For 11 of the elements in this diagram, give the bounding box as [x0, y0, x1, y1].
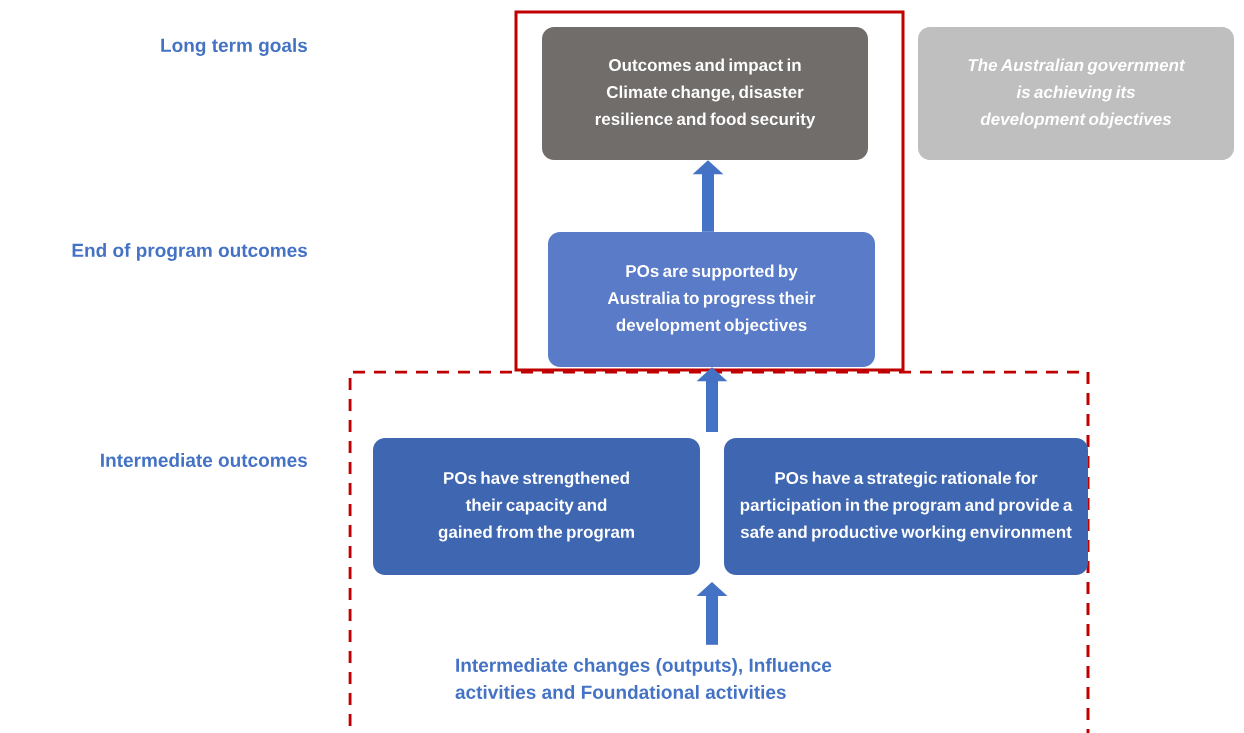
row-label: End of program outcomes	[72, 243, 307, 261]
outcome-box: Outcomes and impact in Climate change, disaster resilience and food security	[542, 27, 868, 160]
row-label: Intermediate outcomes	[101, 453, 307, 467]
caption-text: Intermediate changes (outputs), Influence activities and Foundational activities	[455, 658, 832, 699]
frame	[514, 10, 905, 372]
outcome-box: POs have strengthened their capacity and gained from the program	[373, 438, 700, 575]
frame	[348, 370, 1090, 733]
outcome-box: The Australian government is achieving its development objectives	[918, 27, 1234, 160]
outcome-box: POs are supported by Australia to progress their development objectives	[548, 232, 875, 367]
outcome-box: POs have a strategic rationale for participation in the program and provide a safe and productive working environment	[724, 438, 1088, 575]
row-label: Long term goals	[161, 38, 308, 56]
